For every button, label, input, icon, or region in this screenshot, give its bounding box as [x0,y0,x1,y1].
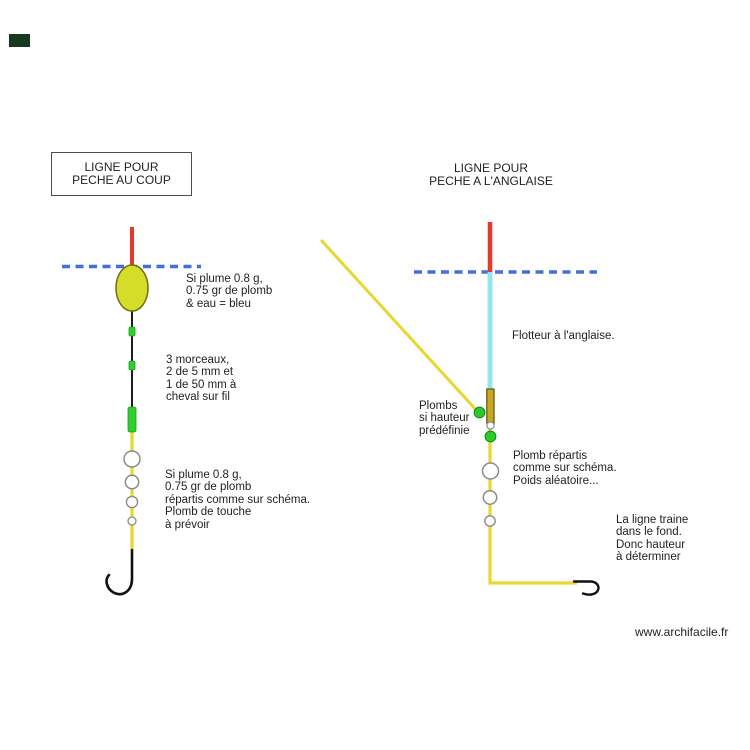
left-rig-drawing [62,227,201,596]
line-to-float [319,238,480,414]
green-bead-2 [484,430,497,443]
fishing-hook-left-icon [105,548,134,596]
right-rig-drawing [319,222,600,596]
right-rig-title: LIGNE POUR PECHE A L'ANGLAISE [429,161,553,188]
split-shot-right-2 [482,490,498,505]
bottom-line-yellow [488,422,577,585]
float-stop-weight [486,388,495,424]
sleeve-small-1 [128,326,136,337]
split-shot-left-4 [127,516,137,526]
note-float-right: Flotteur à l'anglaise. [512,330,615,342]
note-shots-right: Plomb répartis comme sur schéma. Poids a… [513,450,617,487]
mini-shot [486,421,495,430]
corner-marker [9,34,30,47]
note-stop: Plombs si hauteur prédéfinie [419,400,470,437]
split-shot-right-3 [484,515,496,527]
float-body-left [115,264,149,312]
left-rig-title: LIGNE POUR PECHE AU COUP [72,159,171,187]
note-shots-left: Si plume 0.8 g, 0.75 gr de plomb réparti… [165,469,311,531]
sleeve-large [127,406,137,433]
split-shot-right-1 [481,462,500,480]
sleeve-small-2 [128,360,136,371]
split-shot-left-1 [123,450,141,468]
split-shot-left-2 [124,474,140,490]
watermark: www.archifacile.fr [635,625,729,639]
green-bead-1 [473,406,486,419]
fishing-hook-right-icon [572,580,600,596]
left-rig-title-box: LIGNE POUR PECHE AU COUP [51,152,192,196]
split-shot-left-3 [125,495,139,509]
note-sleeves: 3 morceaux, 2 de 5 mm et 1 de 50 mm à ch… [166,354,237,404]
note-float-left: Si plume 0.8 g, 0.75 gr de plomb & eau =… [186,273,273,310]
note-bottom-line: La ligne traine dans le fond. Donc haute… [616,514,689,564]
